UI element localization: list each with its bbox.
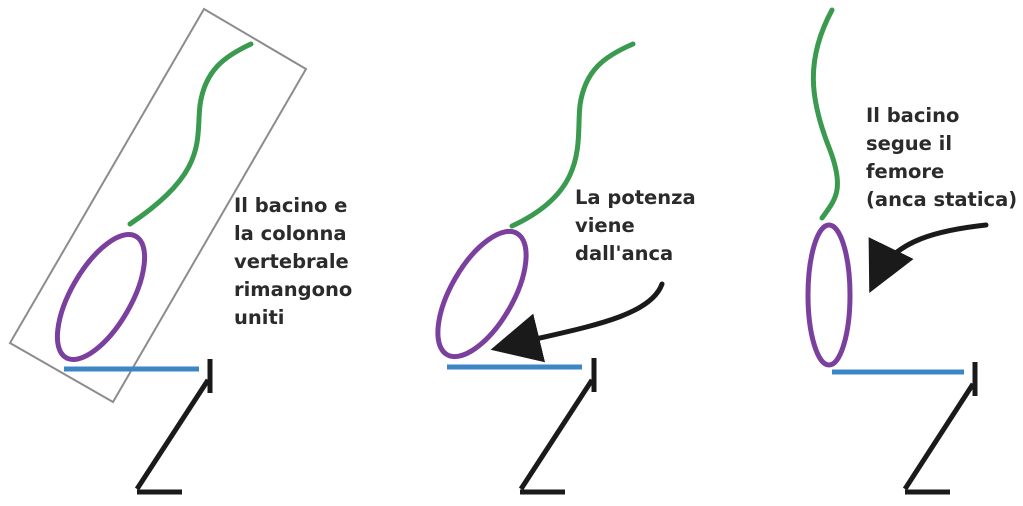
caption-line: femore: [866, 160, 944, 183]
pelvis-ellipse: [805, 222, 853, 368]
pelvis-ellipse: [435, 228, 529, 360]
shin-line: [518, 378, 595, 491]
caption-panel-2: La potenza viene dall'anca: [575, 186, 696, 265]
spine-pelvis-unit-frame: [8, 7, 308, 404]
spine-curve: [810, 7, 840, 221]
caption-panel-1: Il bacino e la colonna vertebrale rimangono…: [234, 194, 352, 329]
caption-line: uniti: [234, 306, 284, 329]
panel-1: Il bacino e la colonna vertebrale rimangono…: [8, 7, 352, 495]
caption-panel-3: Il bacino segue il femore (anca statica): [866, 104, 1017, 211]
caption-line: vertebrale: [234, 250, 349, 273]
caption-line: la colonna: [234, 222, 347, 245]
caption-line: Il bacino e: [234, 194, 347, 217]
caption-line: La potenza: [575, 186, 696, 209]
shin-line: [134, 378, 211, 491]
caption-line: viene: [575, 214, 635, 237]
caption-line: rimangono: [234, 278, 352, 301]
caption-line: Il bacino: [866, 104, 959, 127]
pelvis-ellipse: [54, 232, 148, 362]
arrow-to-pelvis: [868, 222, 989, 293]
panel-2: La potenza viene dall'anca: [435, 41, 696, 495]
arrow-to-hip: [490, 281, 665, 363]
shin-line: [902, 382, 976, 491]
caption-line: dall'anca: [575, 242, 673, 265]
spine-curve: [509, 41, 636, 229]
caption-line: (anca statica): [866, 188, 1017, 211]
spine-curve: [127, 41, 254, 227]
panel-3: Il bacino segue il femore (anca statica): [805, 7, 1017, 495]
caption-line: segue il: [866, 132, 952, 155]
